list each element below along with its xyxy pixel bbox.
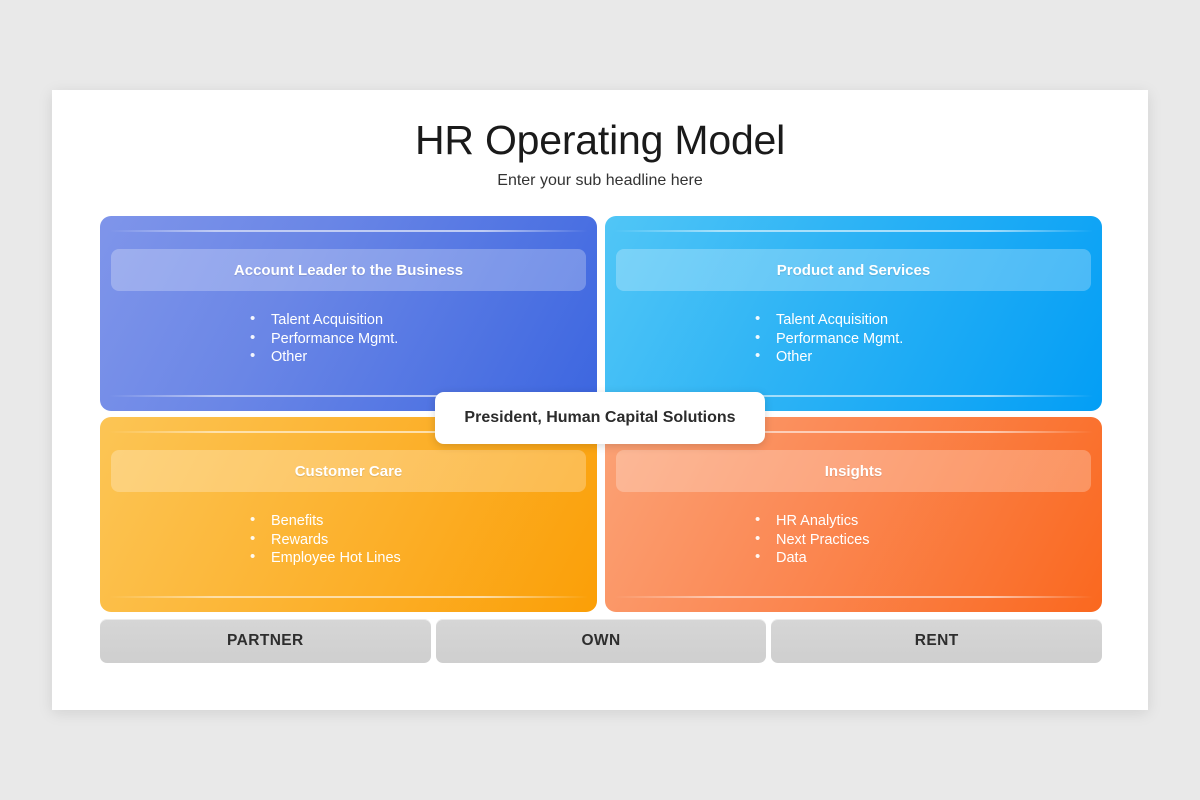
footer-button-rent[interactable]: RENT (771, 619, 1103, 663)
card-sheen-top (109, 230, 588, 232)
list-item: Other (755, 347, 903, 367)
quadrant-title: Account Leader to the Business (233, 261, 464, 279)
list-item: Data (755, 548, 869, 568)
list-item: Benefits (250, 511, 401, 531)
quadrant-bullet-list: Talent Acquisition Performance Mgmt. Oth… (755, 310, 903, 367)
page-title: HR Operating Model (414, 117, 786, 163)
quadrant-header-product-services: Product and Services (616, 249, 1091, 291)
list-item: Talent Acquisition (755, 310, 903, 330)
footer-button-label: OWN (581, 632, 621, 649)
footer-button-label: PARTNER (227, 632, 304, 649)
page-subtitle: Enter your sub headline here (497, 172, 703, 189)
quadrant-card-insights[interactable]: Insights HR Analytics Next Practices Dat… (605, 417, 1102, 612)
quadrant-bullet-list: Talent Acquisition Performance Mgmt. Oth… (250, 310, 398, 367)
list-item: Other (250, 347, 398, 367)
quadrant-bullet-list: HR Analytics Next Practices Data (755, 511, 869, 568)
center-role-label: President, Human Capital Solutions (464, 409, 736, 426)
quadrant-title: Insights (824, 462, 883, 480)
quadrant-header-insights: Insights (616, 450, 1091, 492)
quadrant-header-account-leader: Account Leader to the Business (111, 249, 586, 291)
quadrant-title: Customer Care (294, 462, 403, 480)
footer-button-bar: PARTNER OWN RENT (100, 619, 1103, 663)
quadrant-bullet-list: Benefits Rewards Employee Hot Lines (250, 511, 401, 568)
card-sheen-top (614, 230, 1093, 232)
quadrant-title: Product and Services (776, 261, 931, 279)
list-item: Employee Hot Lines (250, 548, 401, 568)
list-item: Talent Acquisition (250, 310, 398, 330)
footer-button-label: RENT (914, 632, 959, 649)
quadrant-header-customer-care: Customer Care (111, 450, 586, 492)
footer-button-own[interactable]: OWN (435, 619, 767, 663)
center-role-badge[interactable]: President, Human Capital Solutions (435, 392, 765, 444)
slide-canvas: HR Operating Model Enter your sub headli… (52, 90, 1148, 710)
list-item: Performance Mgmt. (755, 329, 903, 349)
list-item: HR Analytics (755, 511, 869, 531)
list-item: Performance Mgmt. (250, 329, 398, 349)
quadrant-card-account-leader[interactable]: Account Leader to the Business Talent Ac… (100, 216, 597, 411)
footer-button-partner[interactable]: PARTNER (100, 619, 431, 663)
list-item: Next Practices (755, 530, 869, 550)
quadrant-card-customer-care[interactable]: Customer Care Benefits Rewards Employee … (100, 417, 597, 612)
quadrant-card-product-services[interactable]: Product and Services Talent Acquisition … (605, 216, 1102, 411)
list-item: Rewards (250, 530, 401, 550)
card-sheen-bottom (109, 596, 588, 598)
quadrant-grid: Account Leader to the Business Talent Ac… (100, 216, 1102, 612)
card-sheen-bottom (614, 596, 1093, 598)
